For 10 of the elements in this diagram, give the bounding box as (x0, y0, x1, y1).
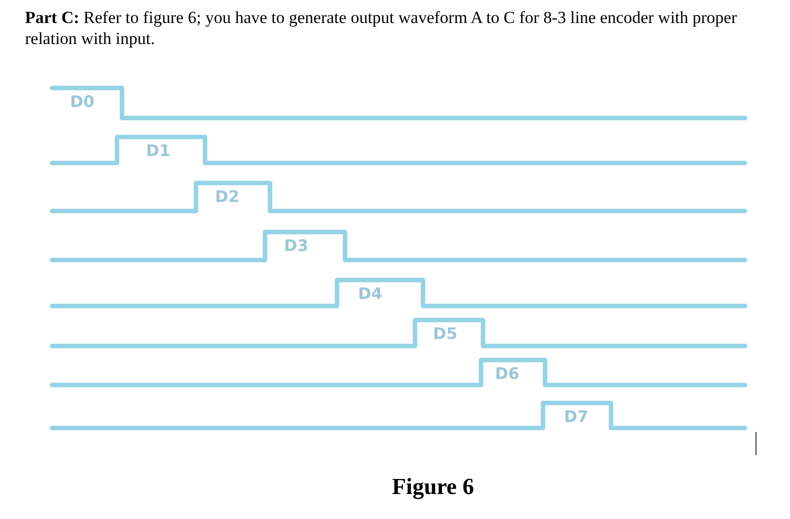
signal-label: D1 (146, 142, 170, 160)
signal-label: D4 (358, 285, 382, 303)
title: Part C: Refer to figure 6; you have to generate output waveform A to C for 8-3 line encoder with proper relation with input. (25, 7, 738, 49)
signal-label: D0 (70, 93, 94, 111)
signal-label: D5 (433, 325, 458, 343)
caption: Figure 6 (391, 474, 475, 500)
signal-label: D6 (495, 365, 520, 383)
signal-label: D7 (564, 408, 588, 426)
signal-label: D3 (284, 237, 308, 255)
signal-label: D2 (215, 188, 240, 206)
